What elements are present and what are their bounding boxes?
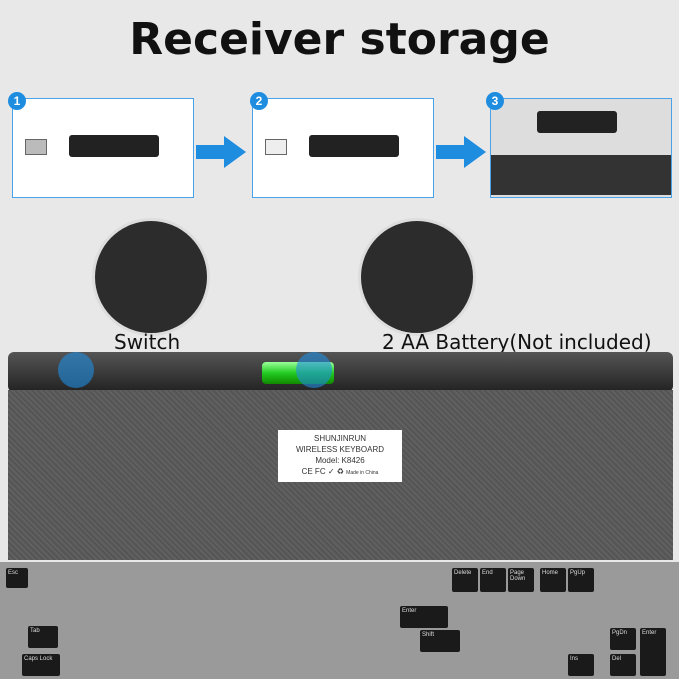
battery-holder-icon (537, 111, 617, 133)
battery-highlight (296, 352, 332, 388)
key[interactable]: Del (610, 654, 636, 676)
key[interactable]: Delete (452, 568, 478, 592)
product-label: SHUNJINRUN WIRELESS KEYBOARD Model: K842… (278, 430, 402, 482)
switch-highlight[interactable] (58, 352, 94, 388)
key[interactable]: End (480, 568, 506, 592)
arrow-right-icon (436, 136, 486, 168)
step-2-panel (252, 98, 434, 198)
key[interactable]: Esc (6, 568, 28, 588)
key[interactable]: Home (540, 568, 566, 592)
battery-holder-icon (69, 135, 159, 157)
key[interactable]: PgUp (568, 568, 594, 592)
receiver-icon (265, 139, 287, 155)
step-number: 2 (250, 92, 268, 110)
key[interactable]: Page Down (508, 568, 534, 592)
product-name: WIRELESS KEYBOARD (295, 445, 385, 454)
key[interactable]: Enter (640, 628, 666, 676)
switch-label: Switch (114, 330, 181, 354)
step-number: 3 (486, 92, 504, 110)
arrow-right-icon (196, 136, 246, 168)
key[interactable]: Tab (28, 626, 58, 648)
key[interactable]: Shift (420, 630, 460, 652)
step-3-panel (490, 98, 672, 198)
receiver-icon (25, 139, 47, 155)
keyboard-edge (491, 155, 671, 195)
model: Model: K8426 (315, 456, 365, 465)
key[interactable]: Caps Lock (22, 654, 60, 676)
key[interactable]: Ins (568, 654, 594, 676)
page-title: Receiver storage (129, 14, 550, 65)
step-1-panel (12, 98, 194, 198)
cert-marks: CE FC ✓ ♻ (301, 467, 344, 476)
brand: SHUNJINRUN (314, 434, 366, 443)
origin: Made in China (346, 470, 379, 476)
keyboard-keys: Esc Delete End Page Down Home PgUp Enter… (0, 562, 679, 679)
key[interactable]: PgDn (610, 628, 636, 650)
battery-closeup (358, 218, 476, 336)
step-number: 1 (8, 92, 26, 110)
battery-holder-icon (309, 135, 399, 157)
keyboard-top-bar (8, 352, 673, 392)
key[interactable]: Enter (400, 606, 448, 628)
switch-closeup (92, 218, 210, 336)
battery-label: 2 AA Battery(Not included) (382, 330, 652, 354)
